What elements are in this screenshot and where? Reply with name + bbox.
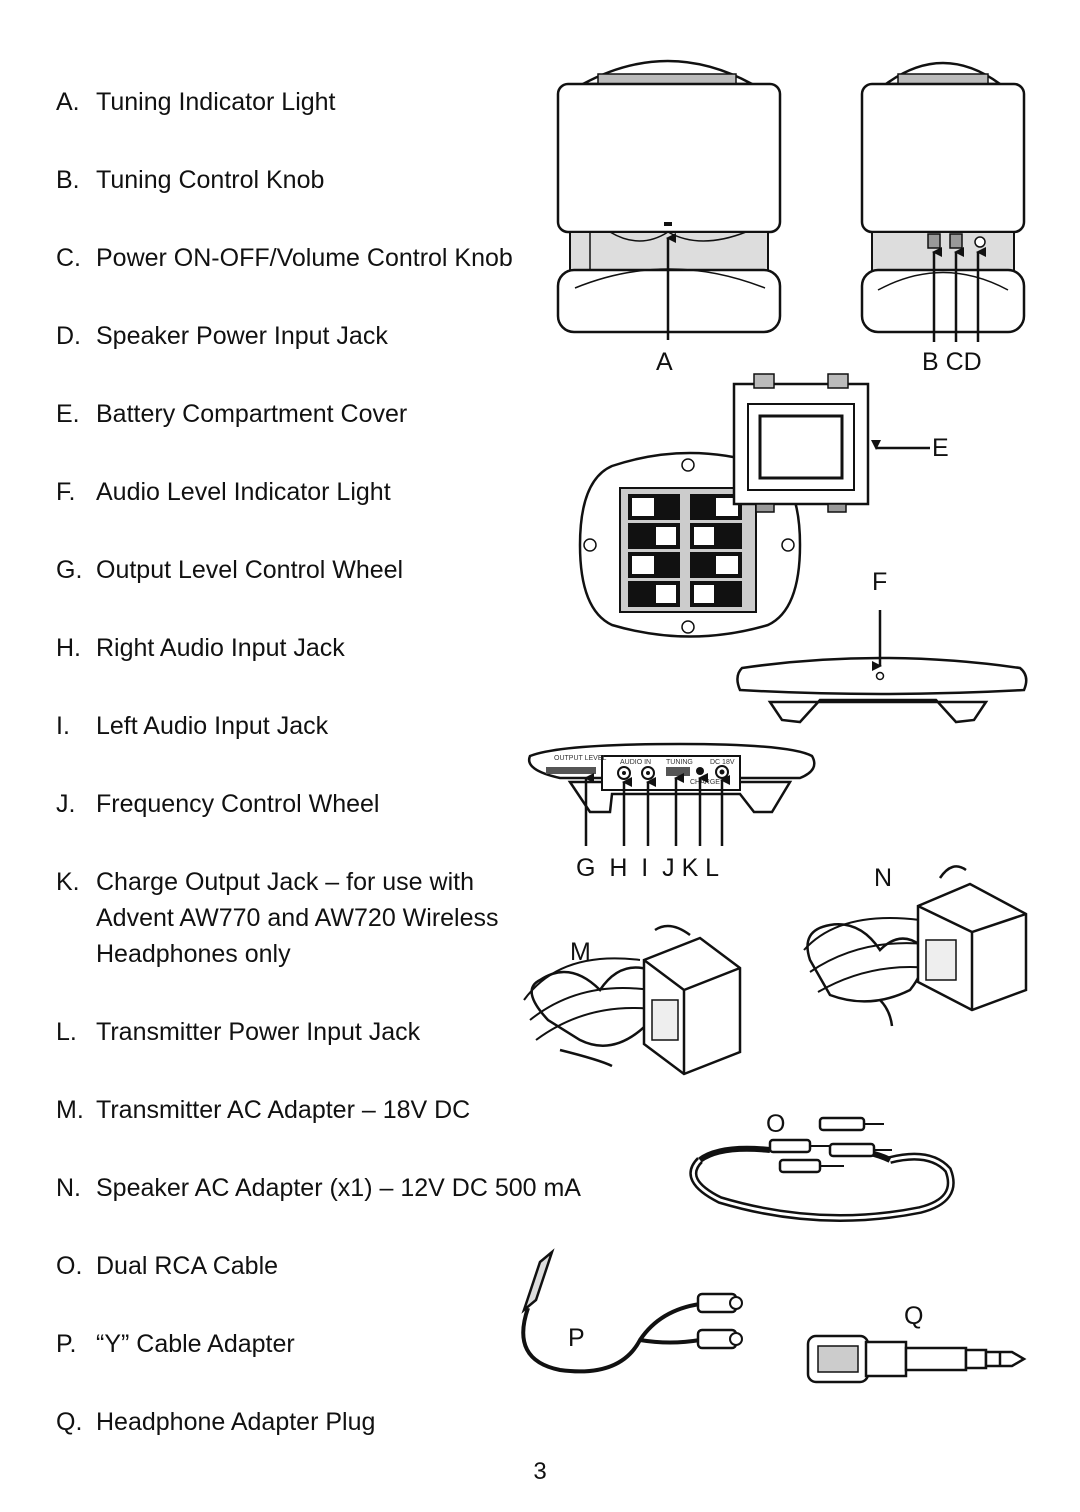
item-letter: C.: [56, 244, 81, 272]
item-text: Power ON-OFF/Volume Control Knob: [96, 244, 513, 272]
speaker-adapter-illustration: [803, 865, 1028, 1027]
item-letter: I.: [56, 712, 70, 740]
output-level-label: OUTPUT LEVEL: [554, 755, 606, 762]
item-text: Speaker Power Input Jack: [96, 322, 388, 350]
battery-compartment-illustration: [578, 451, 802, 638]
callout-n: N: [874, 864, 893, 892]
dc-label: DC 18V: [710, 759, 735, 766]
battery-cover-illustration: [732, 373, 870, 513]
item-text: Left Audio Input Jack: [96, 712, 329, 740]
item-text: Battery Compartment Cover: [96, 400, 408, 428]
item-text: Charge Output Jack – for use with Advent…: [96, 864, 499, 972]
callout-a: A: [656, 348, 673, 376]
item-text: Right Audio Input Jack: [96, 634, 345, 662]
item-text: Audio Level Indicator Light: [96, 478, 391, 506]
item-letter: M.: [56, 1096, 84, 1124]
item-letter: H.: [56, 634, 81, 662]
item-text: Tuning Control Knob: [96, 166, 325, 194]
item-letter: D.: [56, 322, 81, 350]
item-letter: G.: [56, 556, 83, 584]
item-text: Transmitter Power Input Jack: [96, 1018, 421, 1046]
item-text: “Y” Cable Adapter: [96, 1330, 295, 1358]
page-number: 3: [533, 1458, 547, 1485]
transmitter-back-illustration: OUTPUT LEVEL AUDIO IN TUNING DC 18V CHAR…: [527, 742, 816, 814]
item-letter: J.: [56, 790, 76, 818]
item-text: Headphone Adapter Plug: [96, 1408, 376, 1436]
item-letter: A.: [56, 88, 80, 116]
y-cable-adapter-illustration: [521, 1248, 743, 1374]
item-letter: Q.: [56, 1408, 83, 1436]
callout-p: P: [568, 1324, 585, 1352]
item-text: Transmitter AC Adapter – 18V DC: [96, 1096, 471, 1124]
charge-label: CHARGE: [690, 779, 720, 786]
callout-o: O: [766, 1110, 786, 1138]
item-text-line: Headphones only: [96, 940, 291, 968]
callout-f: F: [872, 568, 888, 596]
item-letter: E.: [56, 400, 80, 428]
item-text: Speaker AC Adapter (x1) – 12V DC 500 mA: [96, 1174, 581, 1202]
transmitter-top-illustration: [736, 656, 1028, 724]
item-letter: P.: [56, 1330, 77, 1358]
item-letter: N.: [56, 1174, 81, 1202]
callout-e: E: [932, 434, 949, 462]
callout-arrows-bcd: [932, 247, 986, 342]
item-letter: L.: [56, 1018, 77, 1046]
callout-bcd: B CD: [922, 348, 982, 376]
item-text-line: Advent AW770 and AW720 Wireless: [96, 904, 499, 932]
callout-m: M: [570, 938, 591, 966]
item-text: Output Level Control Wheel: [96, 556, 404, 584]
headphone-adapter-plug-illustration: [806, 1334, 1027, 1384]
transmitter-adapter-illustration: [523, 924, 742, 1076]
tuning-label: TUNING: [666, 759, 693, 766]
dual-rca-cable-illustration: [689, 1116, 955, 1222]
item-letter: F.: [56, 478, 76, 506]
item-text-line: Charge Output Jack – for use with: [96, 868, 474, 896]
item-text: Frequency Control Wheel: [96, 790, 380, 818]
callout-ghijkl: G H I J K L: [576, 854, 720, 882]
callout-q: Q: [904, 1302, 924, 1330]
item-text: Tuning Indicator Light: [96, 88, 336, 116]
audio-in-label: AUDIO IN: [620, 759, 651, 766]
item-letter: O.: [56, 1252, 83, 1280]
callout-arrows-ghijkl: [584, 773, 730, 846]
item-text: Dual RCA Cable: [96, 1252, 279, 1280]
item-letter: B.: [56, 166, 80, 194]
speaker-back-illustration: [860, 61, 1026, 334]
item-letter: K.: [56, 868, 80, 896]
